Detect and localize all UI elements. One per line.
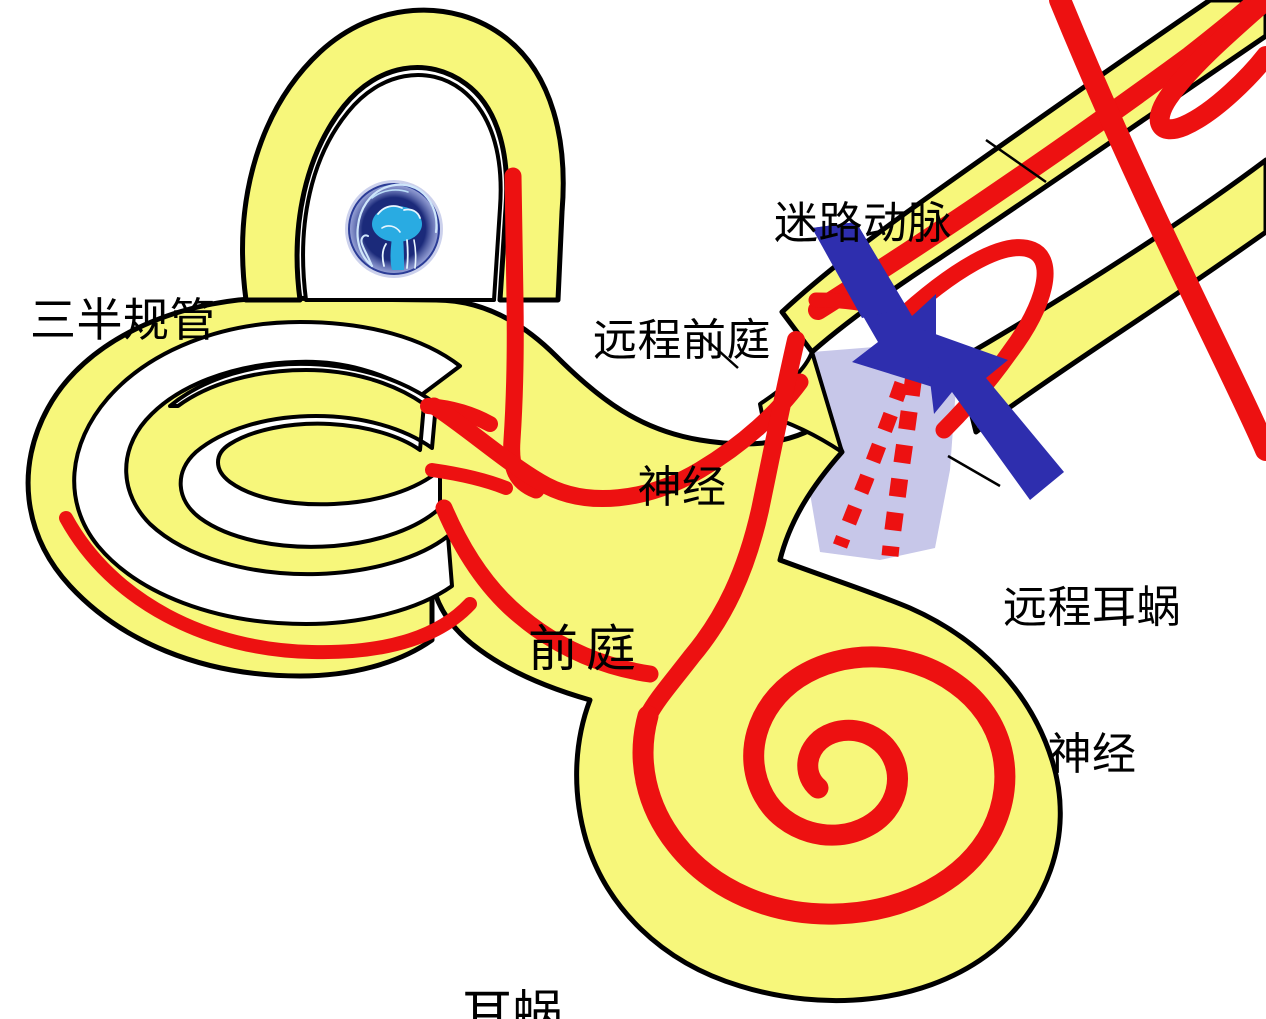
neuro-head-emblem xyxy=(345,180,443,278)
label-labyrinthine-artery-line1: 迷路动脉 xyxy=(774,198,952,248)
lateral-canal-outer-hole xyxy=(72,320,462,626)
artery-aica-crossing xyxy=(1049,0,1266,461)
artery-vestibule-lower xyxy=(435,499,659,683)
artery-cochlear-spiral xyxy=(632,646,1016,925)
label-labyrinthine-artery: 迷路动脉 xyxy=(774,100,952,346)
label-cochlea-line1: 耳蜗 xyxy=(462,986,563,1019)
label-distal-cochlear-nerve-line1: 远程耳蜗 xyxy=(1003,582,1181,632)
label-semicircular-canals: 三半规管 xyxy=(30,192,216,450)
leader-line-distal-cochlear-nerve xyxy=(947,454,1001,488)
artery-lateral-canal xyxy=(59,511,477,660)
logo-brainstem xyxy=(390,238,404,270)
logo-face-line xyxy=(360,234,373,267)
logo-brain xyxy=(372,206,422,242)
nerve-fiber-vestibular-dashed xyxy=(832,349,920,549)
logo-head-profile xyxy=(356,183,438,268)
leader-line-distal-vestibular-nerve xyxy=(699,333,739,369)
blue-arrow-vestibular xyxy=(812,222,936,388)
artery-cochlear-feeder xyxy=(639,331,805,725)
label-distal-cochlear-nerve: 远程耳蜗 神经 xyxy=(992,484,1192,878)
label-cochlea: 耳蜗 xyxy=(462,874,563,1019)
label-distal-vestibular-nerve-line1: 远程前庭 xyxy=(593,315,771,365)
label-semicircular-canals-line1: 三半规管 xyxy=(30,294,216,347)
superior-semicircular-canal xyxy=(240,7,566,303)
blue-arrow-cochlear xyxy=(924,330,1064,500)
label-distal-cochlear-nerve-line2: 神经 xyxy=(1047,730,1137,780)
label-vestibule: 前庭 xyxy=(528,509,644,789)
label-vestibule-line1: 前庭 xyxy=(528,621,644,677)
leader-line-labyrinthine-artery xyxy=(985,138,1047,184)
artery-posterior-canal-stub2 xyxy=(425,463,513,495)
label-distal-vestibular-nerve: 远程前庭 神经 xyxy=(582,217,782,611)
artery-vestibule-horizontal xyxy=(425,373,809,507)
artery-hook-top-right xyxy=(1149,0,1266,140)
nerve-trunk-lower-band xyxy=(955,157,1266,435)
posterior-canal-inner-hole xyxy=(168,361,442,549)
label-distal-vestibular-nerve-line2: 神经 xyxy=(637,463,727,513)
